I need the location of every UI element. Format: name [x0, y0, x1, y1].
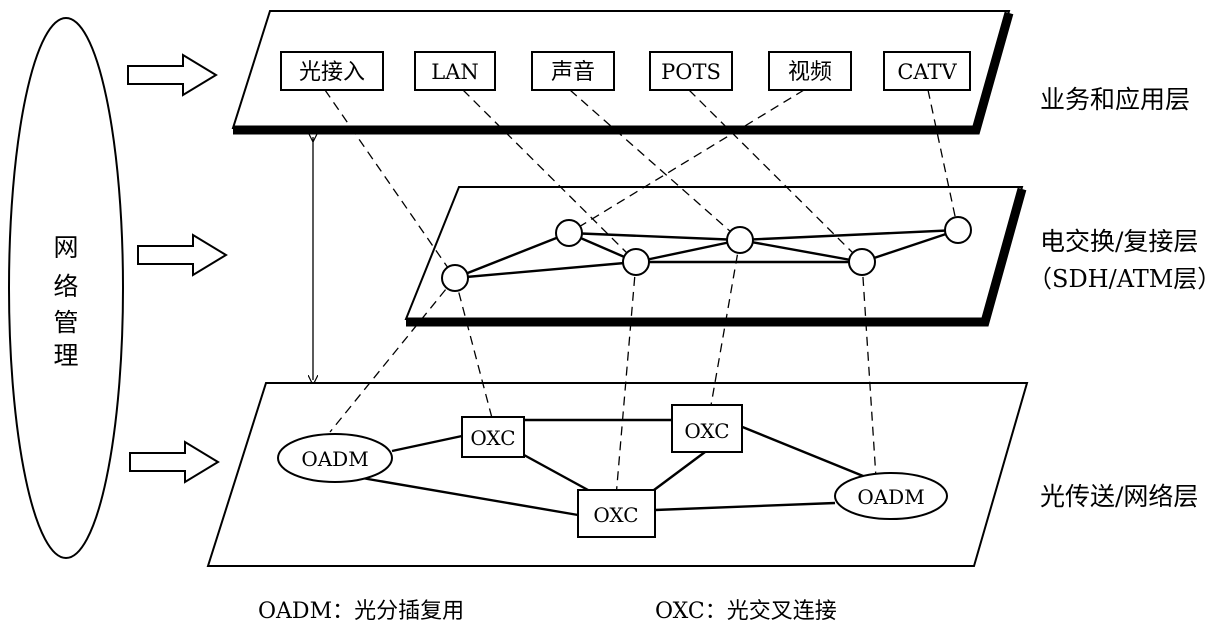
- projection-lines: [324, 89, 959, 498]
- block-arrow-switching: [137, 233, 228, 277]
- projection-line: [324, 89, 456, 279]
- oxc-node-a-label: OXC: [470, 426, 515, 450]
- service-layer: [231, 10, 1014, 135]
- oxc-node-b-label: OXC: [684, 419, 729, 443]
- projection-line: [454, 277, 493, 419]
- management-ellipse: [8, 17, 124, 559]
- legend-oadm: OADM：光分插复用: [258, 599, 464, 624]
- transport-nodes: OADM OXC OXC OXC OADM: [277, 404, 948, 538]
- management-char-4: 理: [53, 341, 78, 370]
- switch-node: [555, 219, 583, 247]
- projection-line: [569, 89, 741, 241]
- service-item-catv: [883, 51, 971, 91]
- projection-line: [568, 89, 805, 234]
- projection-line: [927, 89, 959, 231]
- oadm-node-left-label: OADM: [301, 447, 368, 471]
- switching-layer-sublabel: （SDH/ATM层）: [1028, 265, 1219, 293]
- switch-node: [848, 248, 876, 276]
- management-char-3: 管: [53, 308, 78, 337]
- projection-line: [861, 261, 877, 479]
- service-item-lan-label: LAN: [431, 60, 479, 84]
- legend-oxc: OXC：光交叉连接: [655, 599, 837, 624]
- transport-layer-label: 光传送/网络层: [1040, 482, 1198, 511]
- projection-line: [329, 277, 456, 433]
- projection-line: [615, 261, 637, 498]
- service-items: 光接入 LAN 声音 POTS 视频 CATV: [280, 51, 971, 91]
- service-item-pots-label: POTS: [661, 60, 721, 84]
- service-item-lan: [414, 51, 496, 91]
- service-item-pots: [649, 51, 733, 91]
- oadm-node-left: [277, 433, 393, 483]
- switching-plane: [404, 186, 1024, 320]
- oadm-node-right: [834, 472, 948, 520]
- switching-layer: [404, 186, 1027, 327]
- service-item-catv-label: CATV: [897, 60, 957, 84]
- oxc-node-a: [461, 416, 525, 458]
- service-item-optical-access: [280, 51, 384, 91]
- switching-layer-label: 电交换/复接层: [1040, 227, 1198, 256]
- service-plane-shadow: [233, 11, 1014, 135]
- switching-nodes: [441, 216, 972, 292]
- service-item-optical-access-label: 光接入: [299, 60, 365, 85]
- oxc-node-c: [577, 489, 656, 538]
- service-layer-label: 业务和应用层: [1040, 85, 1190, 114]
- management-char-2: 络: [53, 272, 78, 301]
- oxc-node-c-label: OXC: [593, 503, 638, 527]
- switch-node: [622, 248, 650, 276]
- transport-links: [361, 418, 869, 517]
- switch-node: [441, 264, 469, 292]
- block-arrow-transport: [129, 440, 220, 484]
- switch-node: [944, 216, 972, 244]
- service-item-video-label: 视频: [788, 60, 832, 85]
- service-item-video: [768, 51, 852, 91]
- oxc-node-b: [671, 404, 743, 453]
- switching-plane-shadow: [406, 187, 1027, 327]
- oadm-node-right-label: OADM: [857, 485, 924, 509]
- service-item-voice: [531, 51, 615, 91]
- projection-line: [688, 89, 863, 263]
- switch-node: [726, 226, 754, 254]
- network-management: 网 络 管 理: [8, 17, 124, 559]
- block-arrow-service: [127, 53, 218, 97]
- management-char-1: 网: [53, 233, 78, 262]
- projection-line: [462, 89, 637, 263]
- service-item-voice-label: 声音: [551, 60, 595, 85]
- switching-links: [454, 228, 959, 280]
